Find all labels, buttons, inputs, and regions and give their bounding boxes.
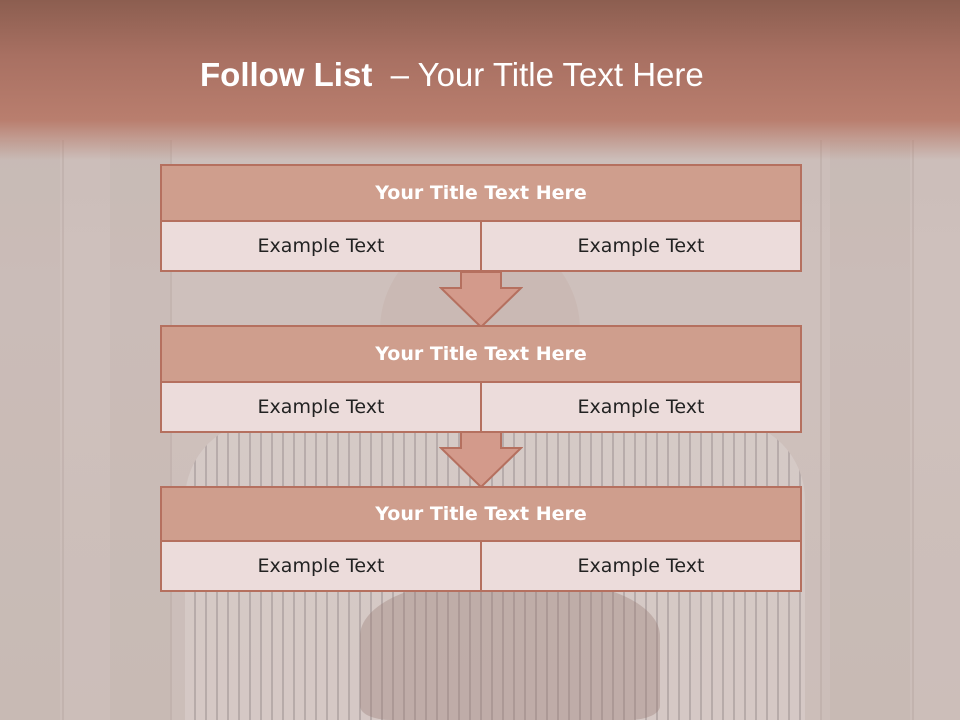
block-cell-left[interactable]: Example Text — [160, 222, 482, 272]
block-row: Example Text Example Text — [160, 542, 802, 592]
block-title[interactable]: Your Title Text Here — [160, 325, 802, 383]
list-block-2: Your Title Text Here Example Text Exampl… — [160, 325, 802, 433]
fence-plank — [0, 140, 60, 720]
down-arrow-icon — [439, 272, 523, 328]
fence-line — [912, 140, 914, 720]
block-title[interactable]: Your Title Text Here — [160, 164, 802, 222]
fence-plank — [830, 140, 910, 720]
person-hands — [360, 580, 660, 720]
block-cell-right[interactable]: Example Text — [482, 542, 802, 592]
list-block-1: Your Title Text Here Example Text Exampl… — [160, 164, 802, 272]
block-row: Example Text Example Text — [160, 383, 802, 433]
title-band — [0, 0, 960, 160]
block-cell-left[interactable]: Example Text — [160, 542, 482, 592]
title-bold: Follow List — [200, 56, 373, 93]
title-rest: – Your Title Text Here — [390, 56, 704, 93]
block-row: Example Text Example Text — [160, 222, 802, 272]
block-cell-right[interactable]: Example Text — [482, 383, 802, 433]
slide-title: Follow List – Your Title Text Here — [200, 56, 704, 96]
block-cell-left[interactable]: Example Text — [160, 383, 482, 433]
list-block-3: Your Title Text Here Example Text Exampl… — [160, 486, 802, 592]
fence-line — [62, 140, 64, 720]
down-arrow-icon — [439, 432, 523, 488]
fence-line — [820, 140, 822, 720]
block-cell-right[interactable]: Example Text — [482, 222, 802, 272]
block-title[interactable]: Your Title Text Here — [160, 486, 802, 542]
